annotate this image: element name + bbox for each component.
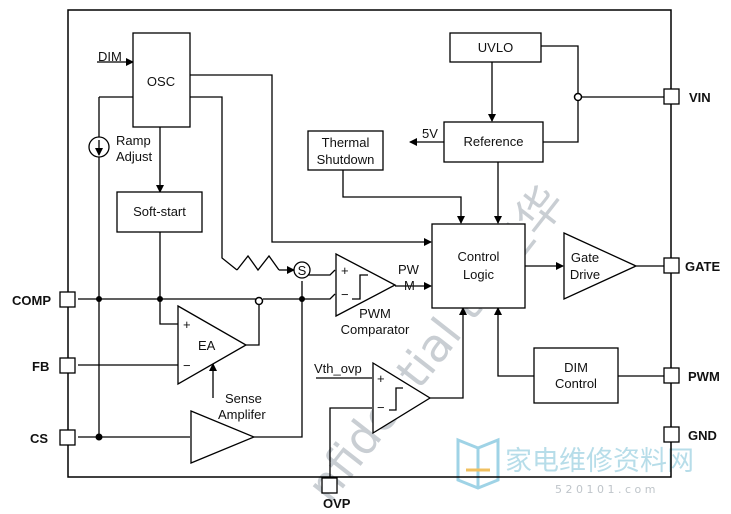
pwm-comparator: + − PW M PWM Comparator: [335, 252, 420, 337]
pin-gnd-label: GND: [688, 428, 717, 443]
logic-label: Logic: [463, 267, 495, 282]
watermark-site-cn: 家电维修资料网: [505, 446, 694, 477]
wires: [78, 45, 664, 480]
sense-amplifier: Sense Amplifer: [190, 391, 266, 464]
pwm-comp-label-1: PWM: [359, 306, 391, 321]
junctions: [95, 92, 583, 441]
pin-pwm: PWM: [663, 367, 720, 384]
uvlo-label: UVLO: [478, 40, 513, 55]
ovp-hysteresis-icon: [389, 387, 403, 411]
thermal-shutdown-block: Thermal Shutdown: [307, 130, 384, 171]
watermark-site-url: 5 2 0 1 0 1 . c o m: [555, 483, 655, 496]
pin-gate-label: GATE: [685, 259, 720, 274]
pwm-signal-label-1: PW: [398, 262, 420, 277]
control-label: Control: [458, 249, 500, 264]
summing-node: S: [293, 261, 311, 279]
adjust-label: Adjust: [116, 149, 153, 164]
pwm-comp-plus: +: [341, 263, 349, 278]
pin-ovp: OVP: [321, 477, 351, 511]
pin-pwm-label: PWM: [688, 369, 720, 384]
reference-label: Reference: [464, 134, 524, 149]
control-logic-block: Control Logic: [431, 223, 526, 309]
pin-comp-label: COMP: [12, 293, 51, 308]
dim-input-label: DIM: [98, 49, 122, 64]
dim-control-label-1: DIM: [564, 360, 588, 375]
osc-label: OSC: [147, 74, 175, 89]
ea-plus: +: [183, 317, 191, 332]
osc-block: OSC: [132, 32, 191, 128]
pin-vin-label: VIN: [689, 90, 711, 105]
amplifer-label: Amplifer: [218, 407, 266, 422]
pwm-comp-minus: −: [341, 287, 349, 302]
pin-cs-label: CS: [30, 431, 48, 446]
dim-control-label-2: Control: [555, 376, 597, 391]
gate-label: Gate: [571, 250, 599, 265]
ea-minus: −: [183, 358, 191, 373]
comp-node: [254, 296, 264, 306]
thermal-label: Thermal: [322, 135, 370, 150]
softstart-label: Soft-start: [133, 204, 186, 219]
drive-label: Drive: [570, 267, 600, 282]
ovp-comp-minus: −: [377, 400, 385, 415]
ref-5v-label: 5V: [422, 126, 438, 141]
ea-label: EA: [198, 338, 216, 353]
pin-cs: CS: [30, 429, 76, 446]
pin-fb: FB: [32, 357, 76, 374]
watermark-book-icon: [456, 437, 500, 490]
pwm-comp-label-2: Comparator: [341, 322, 410, 337]
softstart-block: Soft-start: [116, 191, 203, 233]
ramp-label: Ramp: [116, 133, 151, 148]
sense-label: Sense: [225, 391, 262, 406]
pin-comp: COMP: [12, 291, 76, 308]
gate-drive-block: Gate Drive: [563, 231, 638, 301]
hysteresis-icon: [352, 274, 368, 300]
pin-ovp-label: OVP: [323, 496, 351, 511]
pin-gate: GATE: [663, 257, 720, 274]
vin-node: [573, 92, 583, 102]
pin-gnd: GND: [663, 426, 717, 443]
ovp-comp-plus: +: [377, 371, 385, 386]
summing-label: S: [298, 263, 307, 278]
reference-block: Reference: [443, 121, 544, 163]
shutdown-label: Shutdown: [317, 152, 375, 167]
pwm-signal-label-2: M: [404, 278, 415, 293]
vth-ovp-label: Vth_ovp: [314, 361, 362, 376]
dim-control-block: DIM Control: [533, 347, 619, 404]
ramp-adjust-source: Ramp Adjust: [88, 133, 153, 164]
ovp-comparator: + −: [372, 361, 432, 435]
pin-vin: VIN: [663, 88, 711, 105]
chip-outline: [67, 9, 672, 478]
pin-fb-label: FB: [32, 359, 49, 374]
uvlo-block: UVLO: [449, 32, 542, 63]
error-amplifier: + − EA: [177, 304, 248, 386]
